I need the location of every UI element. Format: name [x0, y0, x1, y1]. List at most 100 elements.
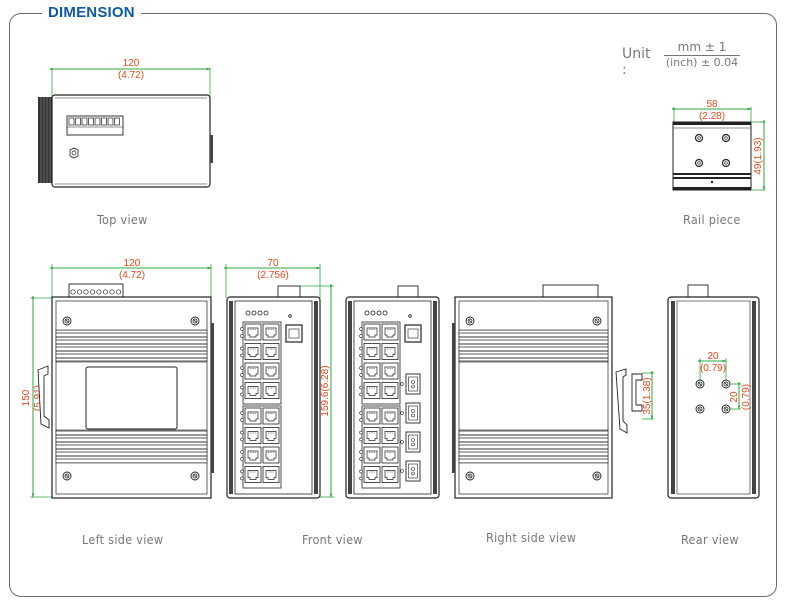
port-led	[240, 469, 244, 474]
rear-v-spacing-inch: (0.79)	[741, 384, 752, 410]
dimension-frame	[9, 13, 777, 597]
rj45-port-icon	[262, 446, 280, 464]
port-led	[240, 353, 244, 358]
left-width-inch: (4.72)	[119, 270, 145, 281]
rj45-port-icon	[381, 343, 399, 360]
rail-width-inch: (2.28)	[699, 111, 725, 122]
rj45-port-icon	[262, 362, 280, 380]
top-view-heatsink-fins	[40, 97, 51, 183]
screw-icon	[592, 316, 602, 326]
status-leds	[364, 310, 412, 318]
unit-inch-tolerance: (inch) ± 0.04	[665, 56, 739, 69]
rj45-port-icon	[244, 466, 262, 483]
sfp-slots	[400, 373, 421, 482]
top-view-width-dimension	[50, 67, 212, 98]
rj45-port-icon	[381, 407, 399, 425]
port-led	[400, 440, 404, 444]
sfp-slot-icon	[405, 373, 421, 395]
rj45-port-icon	[262, 427, 280, 444]
sfp-slot-icon	[405, 431, 421, 453]
caption-front-view: Front view	[302, 532, 363, 547]
port-led	[359, 385, 363, 390]
port-led	[240, 450, 244, 454]
screw-icon	[592, 471, 602, 481]
rail-mount-height: 35(1.38)	[642, 377, 653, 414]
port-led	[400, 411, 404, 415]
rj45-port-icon	[363, 323, 381, 341]
status-leds	[245, 310, 292, 318]
top-view-body	[51, 94, 211, 188]
top-view-heatsink	[38, 97, 52, 183]
ground-screw-icon	[69, 147, 79, 159]
caption-rail-piece: Rail piece	[683, 212, 741, 227]
port-led	[240, 366, 244, 370]
cooling-fins-upper	[458, 329, 609, 363]
caption-top-view: Top view	[97, 212, 148, 227]
rj45-port-icon	[381, 362, 399, 380]
rj45-port-icon	[244, 343, 262, 360]
port-led	[359, 457, 363, 461]
port-led	[240, 476, 244, 481]
port-led	[359, 334, 363, 338]
screw-icon	[465, 471, 475, 481]
port-led	[240, 392, 244, 397]
terminal-block	[68, 283, 124, 298]
port-led	[359, 430, 363, 435]
sfp-slot-icon	[405, 460, 421, 482]
rj45-port-icon	[262, 382, 280, 399]
port-led	[240, 418, 244, 422]
rj45-port-icon	[363, 446, 381, 464]
label-panel	[85, 366, 178, 430]
rear-h-spacing-mm: 20	[707, 351, 719, 362]
terminal-block	[66, 115, 124, 136]
rj45-port-icon	[363, 466, 381, 483]
rj45-port-icon	[381, 446, 399, 464]
port-led	[359, 450, 363, 454]
rail-width-mm: 58	[706, 99, 718, 110]
right-side-body	[454, 296, 613, 499]
front-width-inch: (2.756)	[257, 270, 289, 281]
rj45-port-icon	[381, 466, 399, 483]
rj45-port-icon	[363, 407, 381, 425]
port-led	[359, 469, 363, 474]
port-led	[359, 411, 363, 415]
rj45-port-icon	[381, 427, 399, 444]
front-view: 70 (2.756) 159.6(6.28)	[224, 258, 334, 499]
unit-label: Unit :	[622, 46, 651, 78]
rj45-port-icon	[244, 446, 262, 464]
sfp-slot-icon	[405, 402, 421, 424]
screw-icon	[62, 471, 72, 481]
section-title: DIMENSION	[42, 4, 141, 21]
port-led	[359, 418, 363, 422]
port-led	[240, 346, 244, 351]
unit-mm-tolerance: mm ± 1	[664, 40, 740, 56]
top-view: 120 (4.72)	[38, 58, 213, 188]
rj45-port-icon	[262, 323, 280, 341]
cooling-fins-lower	[458, 429, 609, 464]
rj45-ports	[359, 323, 399, 483]
rj45-port-icon	[244, 382, 262, 399]
rj45-port-icon	[262, 407, 280, 425]
rj45-port-icon	[381, 323, 399, 341]
port-led	[240, 411, 244, 415]
din-rail-clip	[615, 368, 643, 434]
port-led	[400, 382, 404, 386]
left-width-mm: 120	[124, 258, 141, 269]
rj45-port-icon	[244, 427, 262, 444]
top-width-mm: 120	[123, 58, 140, 69]
rj45-ports	[240, 323, 280, 483]
port-led	[359, 373, 363, 377]
caption-rear-view: Rear view	[681, 532, 739, 547]
rear-h-spacing-inch: (0.79)	[700, 363, 726, 374]
rj45-port-icon	[381, 382, 399, 399]
port-led	[240, 430, 244, 435]
rj45-port-icon	[244, 407, 262, 425]
port-led	[240, 373, 244, 377]
rail-mount-holes	[694, 133, 731, 168]
port-led	[359, 327, 363, 331]
console-port	[285, 324, 303, 343]
front-height: 159.6(6.28)	[320, 365, 331, 416]
port-led	[359, 346, 363, 351]
port-group-lower	[242, 405, 282, 489]
